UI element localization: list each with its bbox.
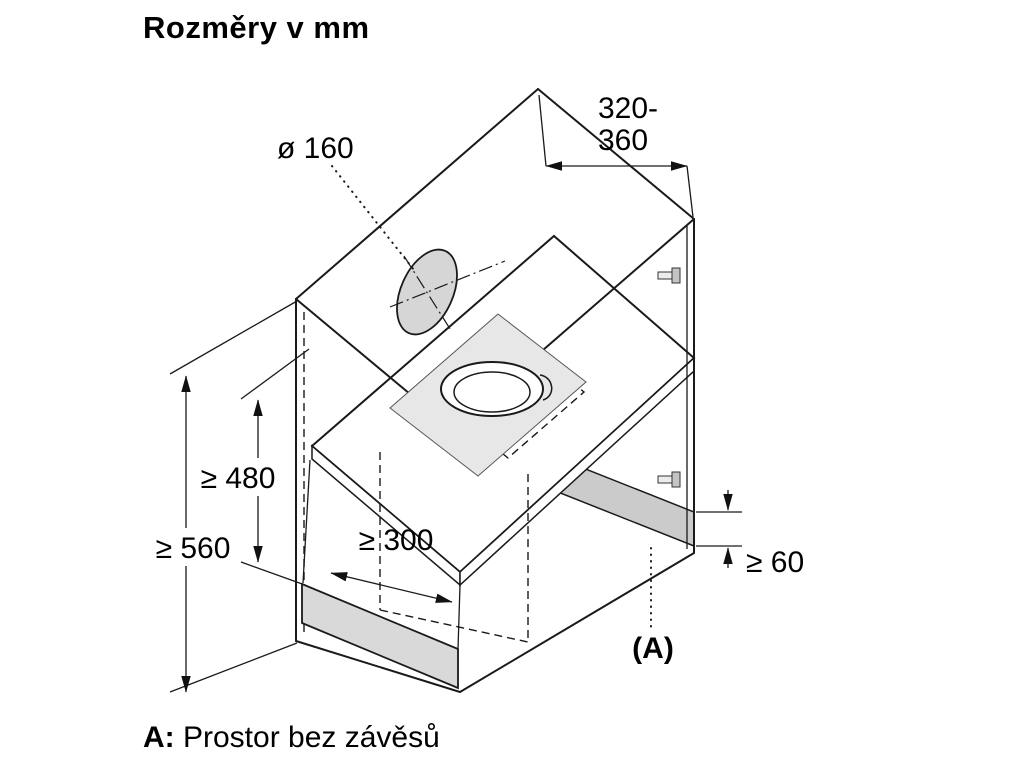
dim-depth-range-label-1: 320-	[598, 92, 658, 125]
hinge-space-marker: (A)	[632, 547, 674, 665]
dim-niche-height: ≥ 560	[145, 300, 298, 693]
page-title: Rozměry v mm	[143, 10, 370, 45]
dim-duct-diameter: ø 160	[277, 132, 415, 271]
visor-panel	[301, 459, 461, 690]
dim-depth-range-label-2: 360	[598, 124, 648, 157]
dim-bottom-gap-label: ≥ 60	[746, 546, 804, 579]
dim-duct-diameter-label: ø 160	[277, 132, 354, 165]
duct-collar	[389, 313, 587, 477]
dim-depth-range: 320- 360	[538, 92, 694, 218]
dim-inner-height-label: ≥ 480	[201, 462, 276, 495]
dim-inner-depth-label: ≥ 300	[359, 524, 434, 557]
dim-niche-height-label: ≥ 560	[156, 532, 231, 565]
hinge-bottom	[657, 471, 681, 488]
hinge-space-label: (A)	[632, 632, 674, 665]
footnote-prefix: A:	[143, 721, 175, 754]
dim-bottom-gap: ≥ 60	[696, 490, 804, 579]
footnote-text: Prostor bez závěsů	[183, 721, 440, 754]
dim-inner-height: ≥ 480	[190, 348, 310, 586]
hinge-top	[657, 267, 681, 284]
footnote: A: Prostor bez závěsů	[143, 721, 440, 755]
duct-hole	[389, 248, 506, 336]
dim-inner-depth: ≥ 300	[330, 524, 453, 603]
